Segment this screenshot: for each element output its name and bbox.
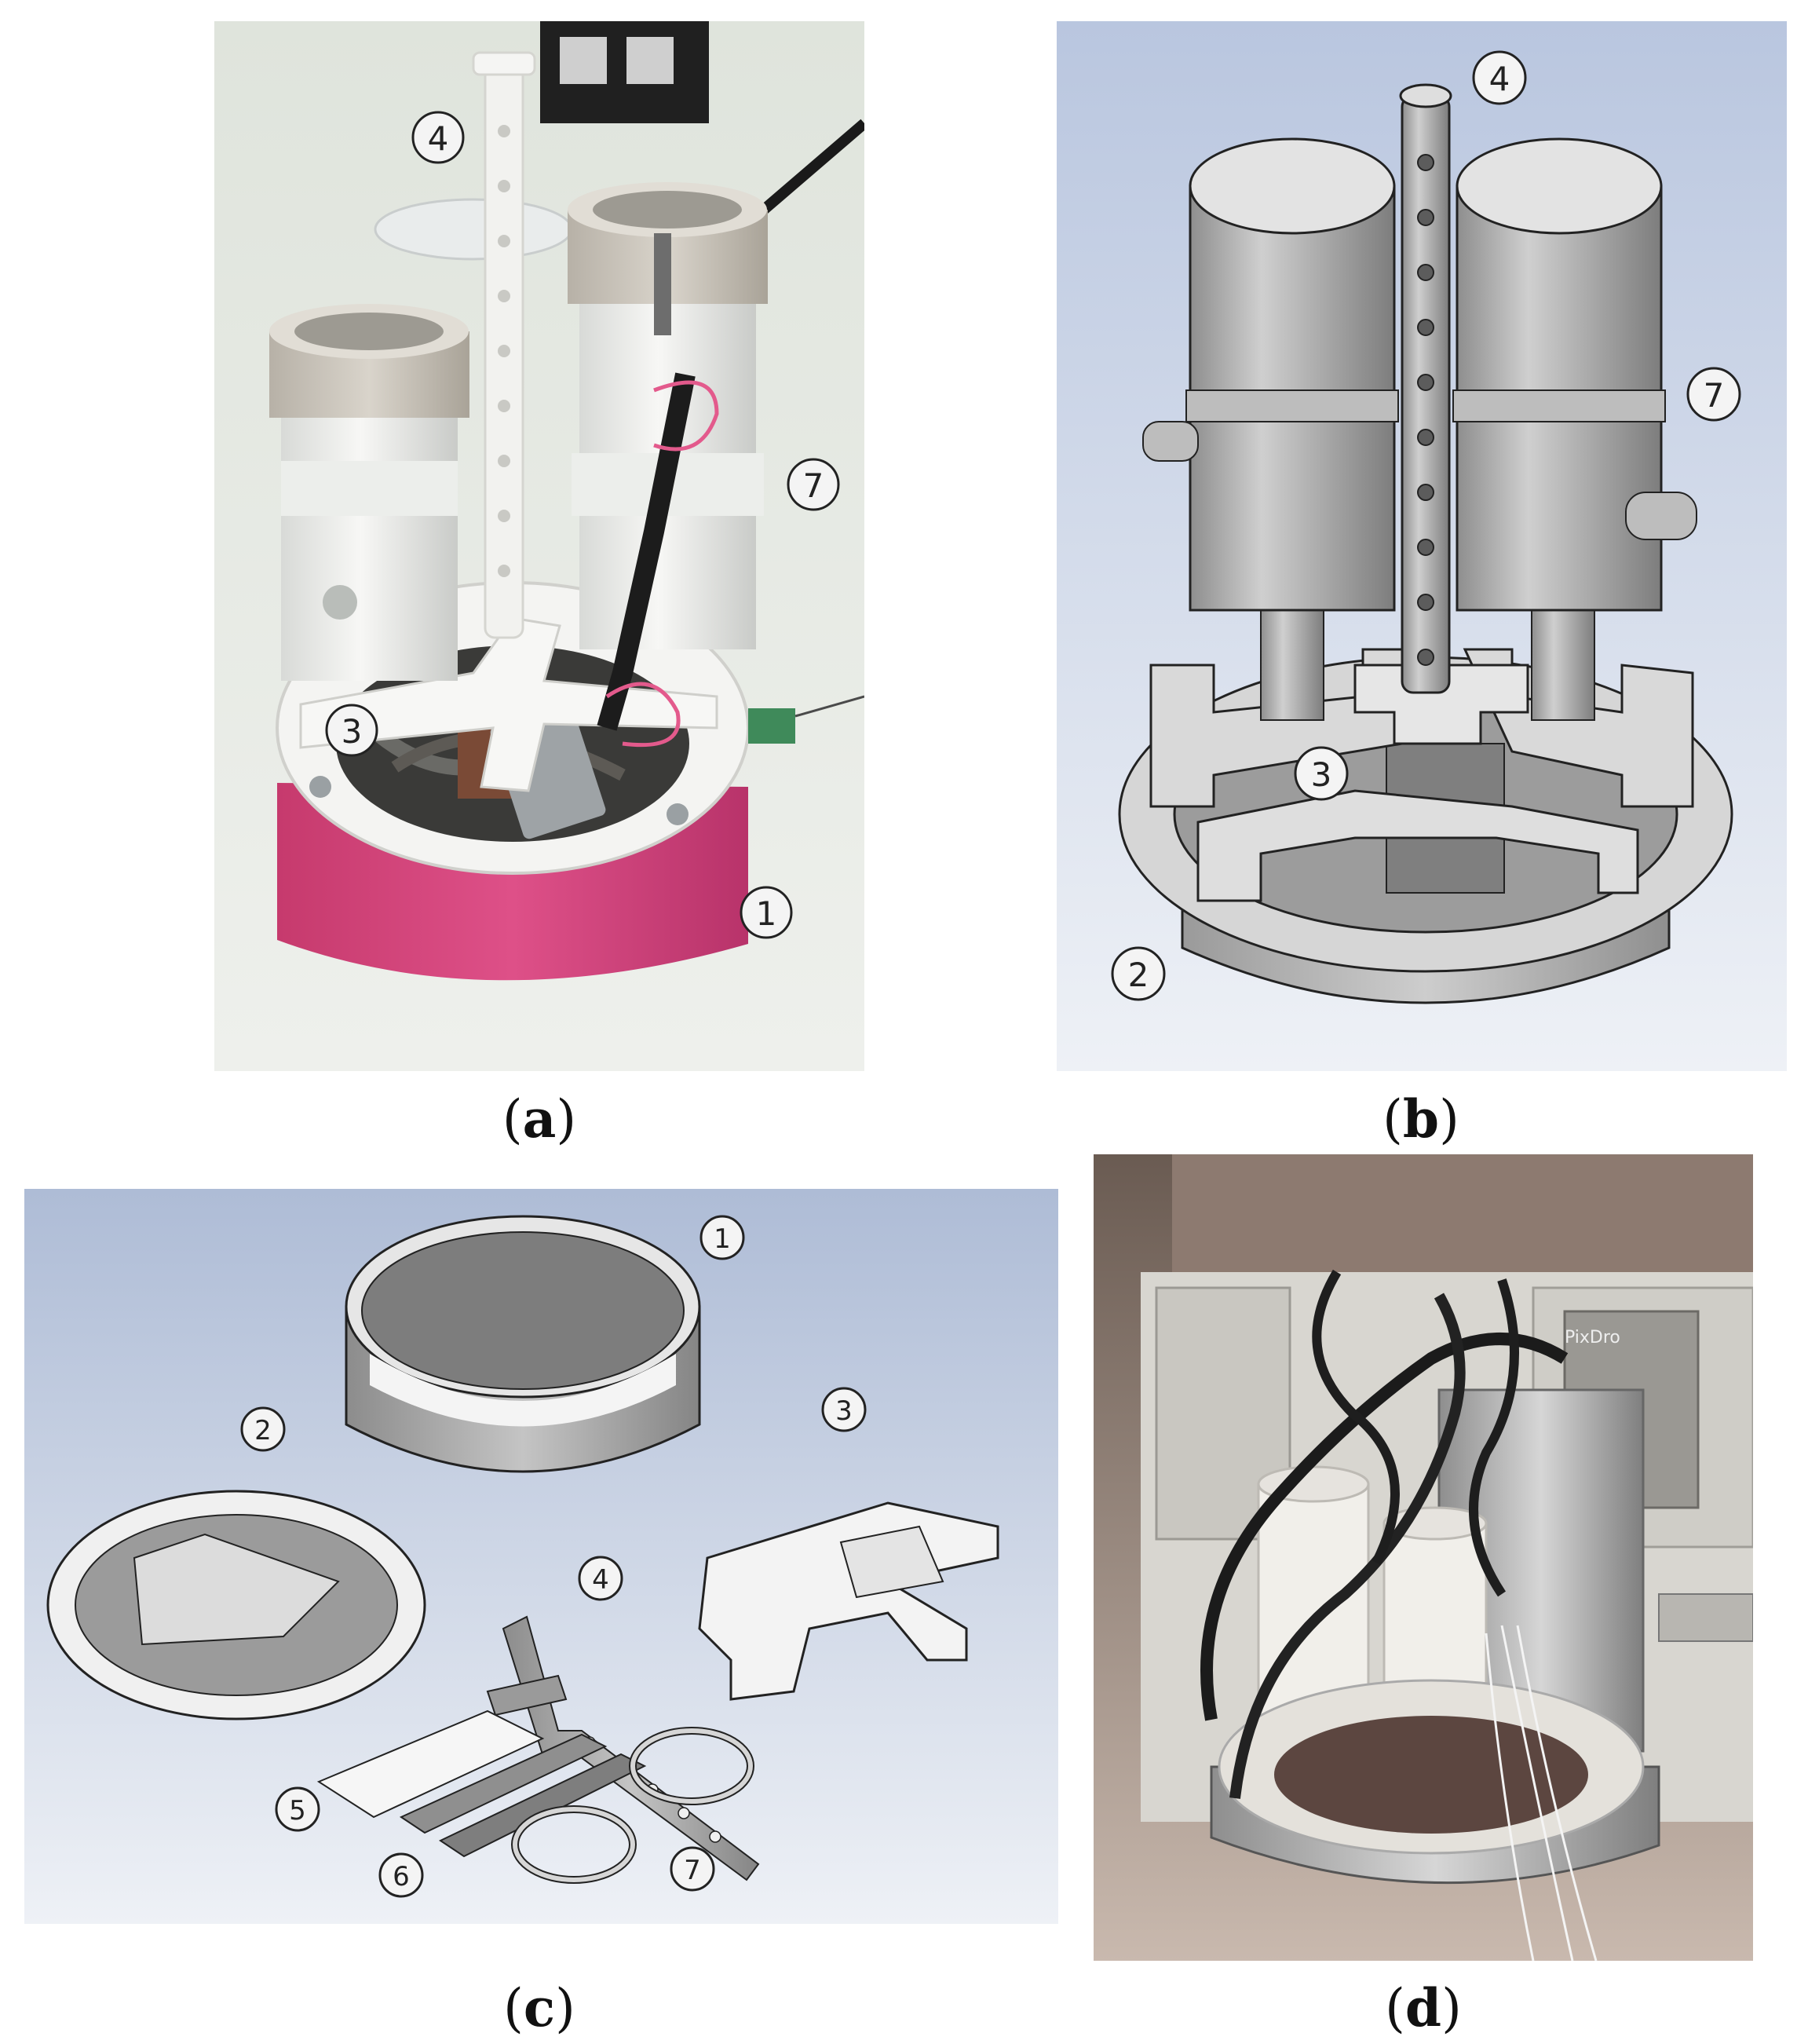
svg-text:1: 1 xyxy=(756,894,777,933)
svg-text:7: 7 xyxy=(1704,376,1725,415)
caption-a: (a) xyxy=(502,1088,577,1150)
panel-a-marker-4: 4 xyxy=(411,111,465,164)
panel-c-marker-4: 4 xyxy=(578,1556,623,1601)
svg-text:7: 7 xyxy=(803,466,824,505)
svg-text:1: 1 xyxy=(714,1223,731,1255)
svg-text:4: 4 xyxy=(592,1564,609,1596)
svg-text:5: 5 xyxy=(289,1795,306,1826)
panel-b-cad-render: 4 7 3 2 xyxy=(1057,21,1787,1071)
svg-text:3: 3 xyxy=(1311,755,1332,794)
caption-b: (b) xyxy=(1382,1088,1459,1150)
svg-text:4: 4 xyxy=(428,119,449,158)
svg-text:2: 2 xyxy=(1128,956,1149,994)
panel-a-marker-3: 3 xyxy=(325,704,378,757)
panel-c-marker-1: 1 xyxy=(699,1215,745,1260)
panel-b-marker-7: 7 xyxy=(1686,367,1741,422)
svg-text:7: 7 xyxy=(684,1855,701,1886)
panel-d-image: PixDro xyxy=(1094,1154,1753,1961)
panel-c-marker-5: 5 xyxy=(275,1786,320,1832)
panel-c-image: 1 2 3 4 5 6 7 xyxy=(24,1189,1058,1924)
panel-c-marker-6: 6 xyxy=(378,1852,424,1898)
panel-b-marker-2: 2 xyxy=(1111,946,1166,1001)
panel-b-marker-3: 3 xyxy=(1294,746,1349,801)
panel-c-marker-2: 2 xyxy=(240,1406,286,1452)
panel-a-photo: 4 7 3 1 xyxy=(214,21,864,1071)
panel-a-marker-7: 7 xyxy=(787,458,840,511)
panel-a-marker-1: 1 xyxy=(740,886,793,939)
panel-c-marker-3: 3 xyxy=(821,1387,867,1432)
panel-d-device-label: PixDro xyxy=(1565,1328,1620,1347)
svg-text:3: 3 xyxy=(342,712,363,751)
svg-text:4: 4 xyxy=(1489,60,1510,98)
panel-a-image: 4 7 3 1 xyxy=(214,21,864,1071)
svg-text:3: 3 xyxy=(835,1395,853,1427)
svg-text:6: 6 xyxy=(393,1861,410,1892)
panel-b-marker-4: 4 xyxy=(1472,50,1527,105)
panel-c-exploded-view: 1 2 3 4 5 6 7 xyxy=(24,1189,1058,1924)
panel-d-photo: PixDro xyxy=(1094,1154,1753,1961)
panel-c-marker-7: 7 xyxy=(670,1846,715,1892)
caption-c: (c) xyxy=(503,1977,575,2039)
svg-text:2: 2 xyxy=(254,1415,272,1446)
caption-d: (d) xyxy=(1385,1977,1462,2039)
panel-b-image: 4 7 3 2 xyxy=(1057,21,1787,1071)
